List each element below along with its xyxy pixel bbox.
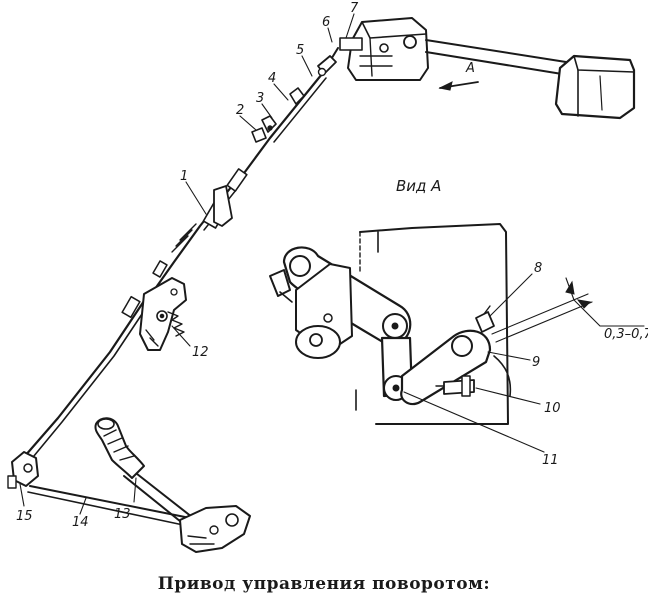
part-label-13: 13 [114, 507, 131, 522]
pedal-base [179, 505, 251, 553]
part-label-7: 7 [350, 1, 359, 16]
dimension-label: 0,3–0,7 [604, 327, 648, 342]
part-label-1: 1 [180, 169, 188, 184]
part-label-5: 5 [296, 43, 304, 58]
counterweight [554, 54, 636, 120]
part-label-8: 8 [534, 261, 542, 276]
part-label-14: 14 [72, 515, 89, 530]
view-arrow [438, 81, 479, 91]
rod-fittings [121, 55, 337, 319]
view-a-lever-assembly [269, 246, 512, 406]
view-a-title: Вид А [396, 177, 441, 195]
part-label-3: 3 [256, 91, 264, 106]
ratchet-mechanism [139, 277, 187, 351]
figure-caption: Привод управления поворотом: [157, 574, 491, 594]
dimension-callout [491, 277, 645, 343]
part-label-2: 2 [236, 103, 244, 118]
part-label-10: 10 [544, 401, 561, 416]
pedal-lever [94, 417, 207, 535]
leader-lines [19, 13, 545, 515]
connecting-link [27, 485, 191, 527]
part-label-11: 11 [542, 453, 559, 468]
part-label-4: 4 [268, 71, 276, 86]
part-label-12: 12 [192, 345, 209, 360]
part-label-9: 9 [532, 355, 540, 370]
part-label-15: 15 [16, 509, 33, 524]
counterweight-rod [425, 39, 567, 75]
part-label-6: 6 [322, 15, 330, 30]
lower-bracket [7, 451, 39, 489]
view-arrow-label: А [465, 61, 475, 76]
control-cylinder [339, 17, 429, 81]
view-a-housing [355, 223, 509, 425]
